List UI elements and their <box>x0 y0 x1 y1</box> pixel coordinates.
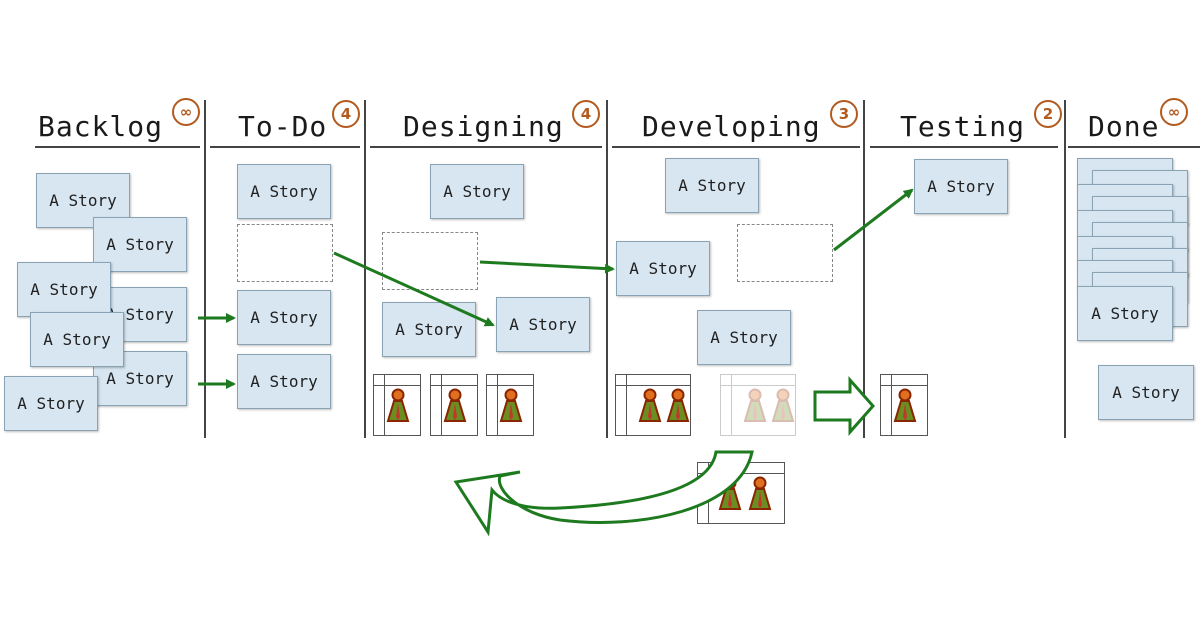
story-card-todo[interactable]: A Story <box>237 164 331 219</box>
story-card-done[interactable]: A Story <box>1098 365 1194 420</box>
team-slot <box>880 374 928 436</box>
header-divider-done <box>1068 146 1200 148</box>
column-title-backlog: Backlog <box>38 110 164 143</box>
team-slot <box>615 374 691 436</box>
story-card-backlog[interactable]: A Story <box>36 173 130 228</box>
flow-arrow <box>333 251 495 327</box>
column-title-todo: To-Do <box>238 110 328 143</box>
column-title-testing: Testing <box>900 110 1026 143</box>
empty-card-slot <box>237 224 333 282</box>
block-arrow <box>813 376 876 436</box>
wip-badge-todo: 4 <box>332 100 360 128</box>
flow-arrow <box>479 260 615 274</box>
team-slot <box>486 374 534 436</box>
story-card-backlog[interactable]: A Story <box>4 376 98 431</box>
story-card-backlog[interactable]: A Story <box>30 312 124 367</box>
story-card-developing[interactable]: A Story <box>697 310 791 365</box>
story-card-todo[interactable]: A Story <box>237 354 331 409</box>
header-divider-designing <box>370 146 602 148</box>
header-divider-backlog <box>35 146 200 148</box>
wip-badge-developing: 3 <box>830 100 858 128</box>
wip-badge-done: ∞ <box>1160 98 1188 126</box>
team-slot-faded <box>720 374 796 436</box>
story-card-todo[interactable]: A Story <box>237 290 331 345</box>
header-divider-developing <box>612 146 860 148</box>
team-slot <box>373 374 421 436</box>
story-card-testing[interactable]: A Story <box>914 159 1008 214</box>
column-title-done: Done <box>1088 110 1160 143</box>
curved-arrow <box>453 450 754 537</box>
story-card-developing[interactable]: A Story <box>616 241 710 296</box>
story-card-designing[interactable]: A Story <box>496 297 590 352</box>
story-card-developing[interactable]: A Story <box>665 158 759 213</box>
empty-card-slot <box>382 232 478 290</box>
column-divider <box>863 100 865 438</box>
wip-badge-testing: 2 <box>1034 100 1062 128</box>
header-divider-testing <box>870 146 1058 148</box>
story-card-backlog[interactable]: A Story <box>17 262 111 317</box>
header-divider-todo <box>210 146 360 148</box>
empty-card-slot <box>737 224 833 282</box>
column-divider <box>364 100 366 438</box>
column-divider <box>204 100 206 438</box>
column-title-developing: Developing <box>642 110 821 143</box>
column-divider <box>1064 100 1066 438</box>
story-card-done[interactable]: A Story <box>1077 286 1173 341</box>
story-card-designing[interactable]: A Story <box>430 164 524 219</box>
flow-arrow <box>833 188 914 252</box>
wip-badge-designing: 4 <box>572 100 600 128</box>
column-title-designing: Designing <box>403 110 564 143</box>
wip-badge-backlog: ∞ <box>172 98 200 126</box>
team-slot <box>430 374 478 436</box>
